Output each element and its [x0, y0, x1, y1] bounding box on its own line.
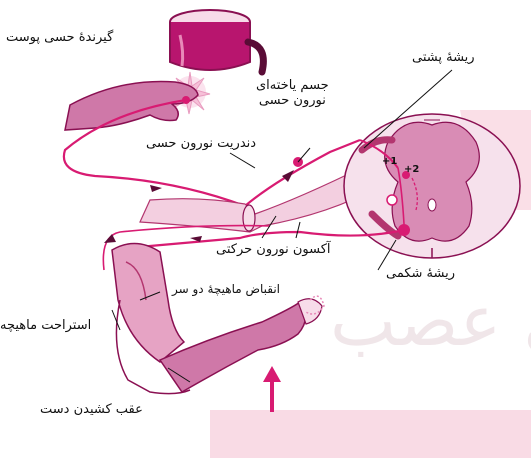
- skin-receptor-dot: [182, 96, 190, 104]
- spinal-cord-section: [344, 114, 520, 258]
- interneuron-2: [387, 195, 397, 205]
- hot-pot: [170, 10, 263, 72]
- label-dorsal-root: ریشهٔ پشتی: [412, 50, 475, 65]
- label-skin-receptor: گیرندهٔ حسی پوست: [6, 30, 113, 45]
- bent-arm: [112, 243, 322, 393]
- label-hand-withdrawal: عقب کشیدن دست: [40, 402, 143, 417]
- label-sensory-cell-body: جسم یاخته‌ای نورون حسی: [256, 78, 329, 108]
- watermark-text: ی عصب: [330, 280, 531, 362]
- spinal-nerve-bundle: [140, 166, 380, 232]
- label-ventral-root: ریشهٔ شکمی: [386, 266, 455, 281]
- label-muscle-relaxation: استراحت ماهیچه: [0, 318, 91, 333]
- withdrawal-arrow: [263, 366, 281, 412]
- nerve-sheath: [243, 205, 255, 231]
- cell-body-leader: [298, 148, 310, 162]
- label-biceps-contraction: انقباض ماهیچهٔ دو سر: [172, 282, 280, 297]
- marker-plus-1: +1: [382, 156, 397, 167]
- label-motor-axon: آکسون نورون حرکتی: [216, 242, 331, 257]
- label-sensory-dendrite: دندریت نورون حسی: [146, 136, 256, 151]
- marker-plus-2: +2: [404, 164, 419, 175]
- watermark-band-bottom: [210, 410, 531, 458]
